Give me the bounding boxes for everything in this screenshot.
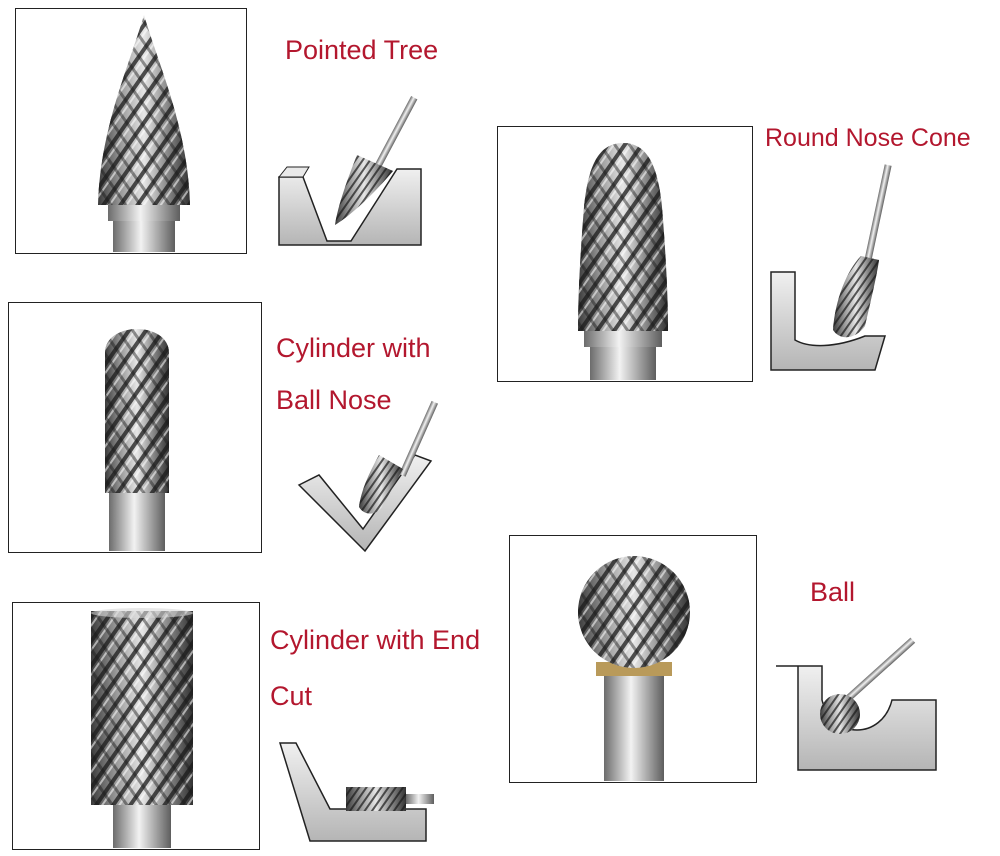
ball-panel <box>509 535 757 783</box>
ball-label: Ball <box>810 577 856 607</box>
ball-burr-icon <box>578 556 690 781</box>
round-nose-cone-usage-illustration <box>770 164 892 371</box>
pointed-tree-burr-icon <box>98 15 190 252</box>
cylinder-end-cut-label: Cylinder with End Cut <box>270 625 481 711</box>
pointed-tree-label: Pointed Tree <box>285 35 439 65</box>
round-nose-cone-label: Round Nose Cone <box>765 124 971 152</box>
round-nose-cone-panel <box>497 126 753 382</box>
pointed-tree-usage-illustration <box>277 96 422 246</box>
cylinder-ball-nose-panel <box>8 302 262 553</box>
cylinder-ball-nose-label: Cylinder with Ball Nose <box>276 333 431 415</box>
cylinder-end-cut-usage-illustration <box>278 742 434 842</box>
cylinder-end-cut-panel <box>12 602 260 850</box>
pointed-tree-panel <box>15 8 247 254</box>
cylinder-ball-nose-burr-icon <box>105 329 169 551</box>
ball-usage-illustration <box>776 637 937 771</box>
cylinder-ball-nose-usage-illustration <box>297 400 439 553</box>
cylinder-end-cut-burr-icon <box>91 608 193 848</box>
round-nose-cone-burr-icon <box>578 143 668 380</box>
